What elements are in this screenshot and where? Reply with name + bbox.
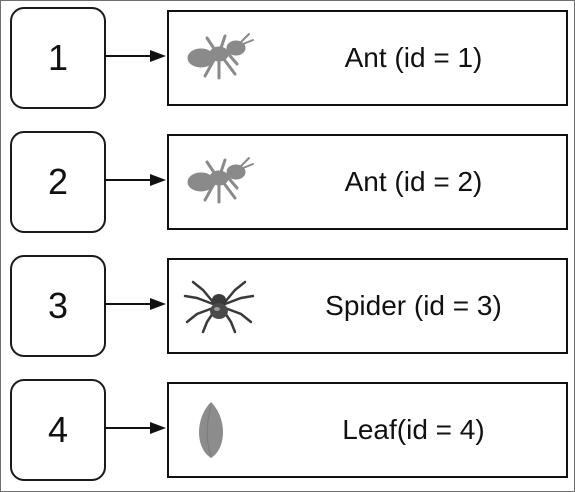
entity-label: Spider (id = 3) — [325, 290, 502, 321]
arrow-icon — [104, 298, 166, 310]
entity-label: Ant (id = 1) — [344, 42, 483, 73]
key-label: 3 — [47, 285, 69, 326]
entity-box-1: Ant (id = 1) — [167, 10, 568, 106]
entry-row-1: 1 Ant ( — [1, 7, 575, 117]
key-box-2: 2 — [10, 131, 106, 233]
key-box-4: 4 — [10, 379, 106, 481]
entity-label: Ant (id = 2) — [344, 166, 483, 197]
entry-row-2: 2 Ant ( — [1, 131, 575, 241]
leaf-icon — [199, 402, 223, 458]
arrow-icon — [104, 422, 166, 434]
key-box-3: 3 — [10, 255, 106, 357]
entry-row-4: 4 Leaf(id = 4) — [1, 379, 575, 489]
ant-icon — [187, 33, 254, 80]
entry-row-3: 3 Spider (id — [1, 255, 575, 365]
key-label: 4 — [47, 409, 69, 450]
entity-box-4: Leaf(id = 4) — [167, 382, 568, 478]
key-label: 2 — [47, 161, 69, 202]
key-label: 1 — [47, 37, 69, 78]
arrow-icon — [104, 174, 166, 186]
entity-box-2: Ant (id = 2) — [167, 134, 568, 230]
ant-icon — [187, 157, 254, 204]
spider-icon — [183, 280, 255, 334]
key-box-1: 1 — [10, 7, 106, 109]
entity-label: Leaf(id = 4) — [342, 414, 485, 445]
entity-box-3: Spider (id = 3) — [167, 258, 568, 354]
arrow-icon — [104, 50, 166, 62]
